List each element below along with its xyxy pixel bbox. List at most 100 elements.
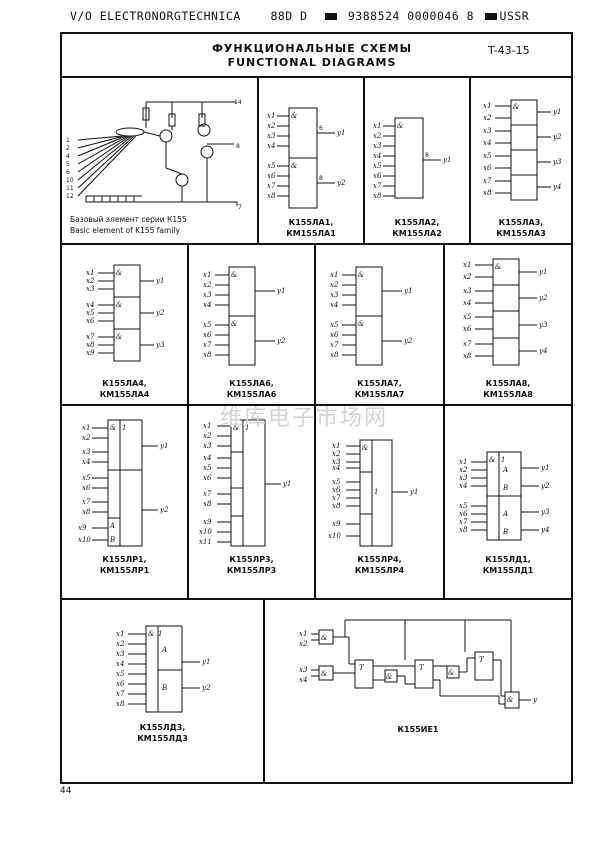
svg-text:x8: x8 <box>332 502 341 510</box>
svg-text:&: & <box>148 630 154 638</box>
svg-text:x5: x5 <box>373 162 382 170</box>
header-left: V/O ELECTRONORGTECHNICA <box>70 9 241 23</box>
page-number: 44 <box>60 786 72 796</box>
svg-text:8: 8 <box>319 175 323 182</box>
svg-text:x1: x1 <box>299 630 307 638</box>
svg-text:y1: y1 <box>403 287 412 295</box>
svg-text:x3: x3 <box>82 448 91 456</box>
svg-text:x6: x6 <box>483 164 492 172</box>
svg-text:y2: y2 <box>276 337 286 345</box>
svg-text:x4: x4 <box>299 676 307 684</box>
svg-text:x1: x1 <box>116 630 124 638</box>
svg-text:11: 11 <box>66 185 74 192</box>
svg-text:x7: x7 <box>459 518 468 526</box>
svg-text:x8: x8 <box>373 192 382 200</box>
and-symbol: & <box>291 112 297 120</box>
svg-text:x4: x4 <box>483 139 491 147</box>
svg-text:x4: x4 <box>82 458 90 466</box>
svg-text:x3: x3 <box>203 291 212 299</box>
svg-text:&: & <box>233 424 239 432</box>
svg-text:&: & <box>110 424 116 432</box>
svg-text:x8: x8 <box>459 526 468 534</box>
lr1-caption-2: КМ155ЛР1 <box>99 566 150 575</box>
svg-text:x5: x5 <box>330 321 339 329</box>
svg-text:x10: x10 <box>328 532 341 540</box>
svg-text:x5: x5 <box>483 152 492 160</box>
svg-text:x7: x7 <box>373 182 382 190</box>
svg-text:x1: x1 <box>82 424 90 432</box>
svg-text:x7: x7 <box>116 690 125 698</box>
svg-text:B: B <box>161 684 167 692</box>
svg-text:x10: x10 <box>78 536 91 544</box>
svg-text:x3: x3 <box>332 458 341 466</box>
svg-text:14: 14 <box>234 99 242 106</box>
svg-text:x2: x2 <box>86 277 95 285</box>
svg-text:y1: y1 <box>540 464 549 472</box>
base-caption-ru: Базовый элемент серии К155 <box>70 215 187 224</box>
svg-text:B: B <box>502 484 508 492</box>
svg-text:&: & <box>321 634 327 642</box>
svg-text:&: & <box>397 122 403 130</box>
svg-text:x7: x7 <box>203 341 212 349</box>
svg-text:&: & <box>489 456 495 464</box>
svg-text:x7: x7 <box>330 341 339 349</box>
svg-text:&: & <box>513 103 519 111</box>
svg-text:x2: x2 <box>299 640 308 648</box>
svg-text:&: & <box>358 320 364 328</box>
svg-text:x6: x6 <box>330 331 339 339</box>
svg-text:x1: x1 <box>332 442 340 450</box>
page-header: V/O ELECTRONORGTECHNICA 88D D 9388524 00… <box>70 9 590 25</box>
svg-text:x2: x2 <box>330 281 339 289</box>
svg-text:x4: x4 <box>459 482 467 490</box>
svg-text:x2: x2 <box>332 450 341 458</box>
svg-text:1: 1 <box>158 630 162 638</box>
svg-text:y2: y2 <box>538 294 548 302</box>
cell-base-element: 14 8 7 1 2 4 5 6 10 11 12 Базовый элемен… <box>60 76 259 245</box>
svg-text:x2: x2 <box>267 122 276 130</box>
ld3-caption-2: КМ155ЛД3 <box>137 734 188 743</box>
svg-text:x7: x7 <box>203 490 212 498</box>
svg-text:x3: x3 <box>483 127 492 135</box>
svg-text:x2: x2 <box>483 114 492 122</box>
la7-caption-2: КМ155ЛА7 <box>354 390 405 399</box>
svg-text:x8: x8 <box>483 189 492 197</box>
svg-text:x9: x9 <box>203 518 212 526</box>
svg-text:1: 1 <box>122 424 126 432</box>
svg-text:x2: x2 <box>203 432 212 440</box>
document-code: T-43-15 <box>488 44 530 57</box>
svg-text:x6: x6 <box>203 331 212 339</box>
svg-text:&: & <box>358 271 364 279</box>
svg-text:y: y <box>532 696 538 704</box>
svg-text:x1: x1 <box>86 269 94 277</box>
svg-text:y1: y1 <box>409 488 418 496</box>
base-element-schematic: 14 8 7 1 2 4 5 6 10 11 12 <box>66 99 242 211</box>
svg-text:x1: x1 <box>267 112 275 120</box>
svg-text:x2: x2 <box>373 132 382 140</box>
svg-text:x4: x4 <box>330 301 338 309</box>
la1-caption-2: КМ155ЛА1 <box>286 229 336 238</box>
lr3-caption-1: К155ЛР3, <box>229 555 274 564</box>
svg-text:8: 8 <box>425 152 429 159</box>
svg-text:y3: y3 <box>155 341 165 349</box>
svg-text:6: 6 <box>66 169 70 176</box>
svg-text:x3: x3 <box>330 291 339 299</box>
svg-text:&: & <box>231 271 237 279</box>
svg-text:T: T <box>359 664 365 672</box>
svg-text:x5: x5 <box>82 474 91 482</box>
svg-text:x5: x5 <box>203 464 212 472</box>
svg-text:x3: x3 <box>463 287 472 295</box>
svg-text:x8: x8 <box>330 351 339 359</box>
la3-caption-1: К155ЛА3, <box>498 218 544 227</box>
svg-text:&: & <box>321 670 327 678</box>
la6-caption-2: КМ155ЛА6 <box>226 390 277 399</box>
svg-text:y1: y1 <box>336 129 345 137</box>
